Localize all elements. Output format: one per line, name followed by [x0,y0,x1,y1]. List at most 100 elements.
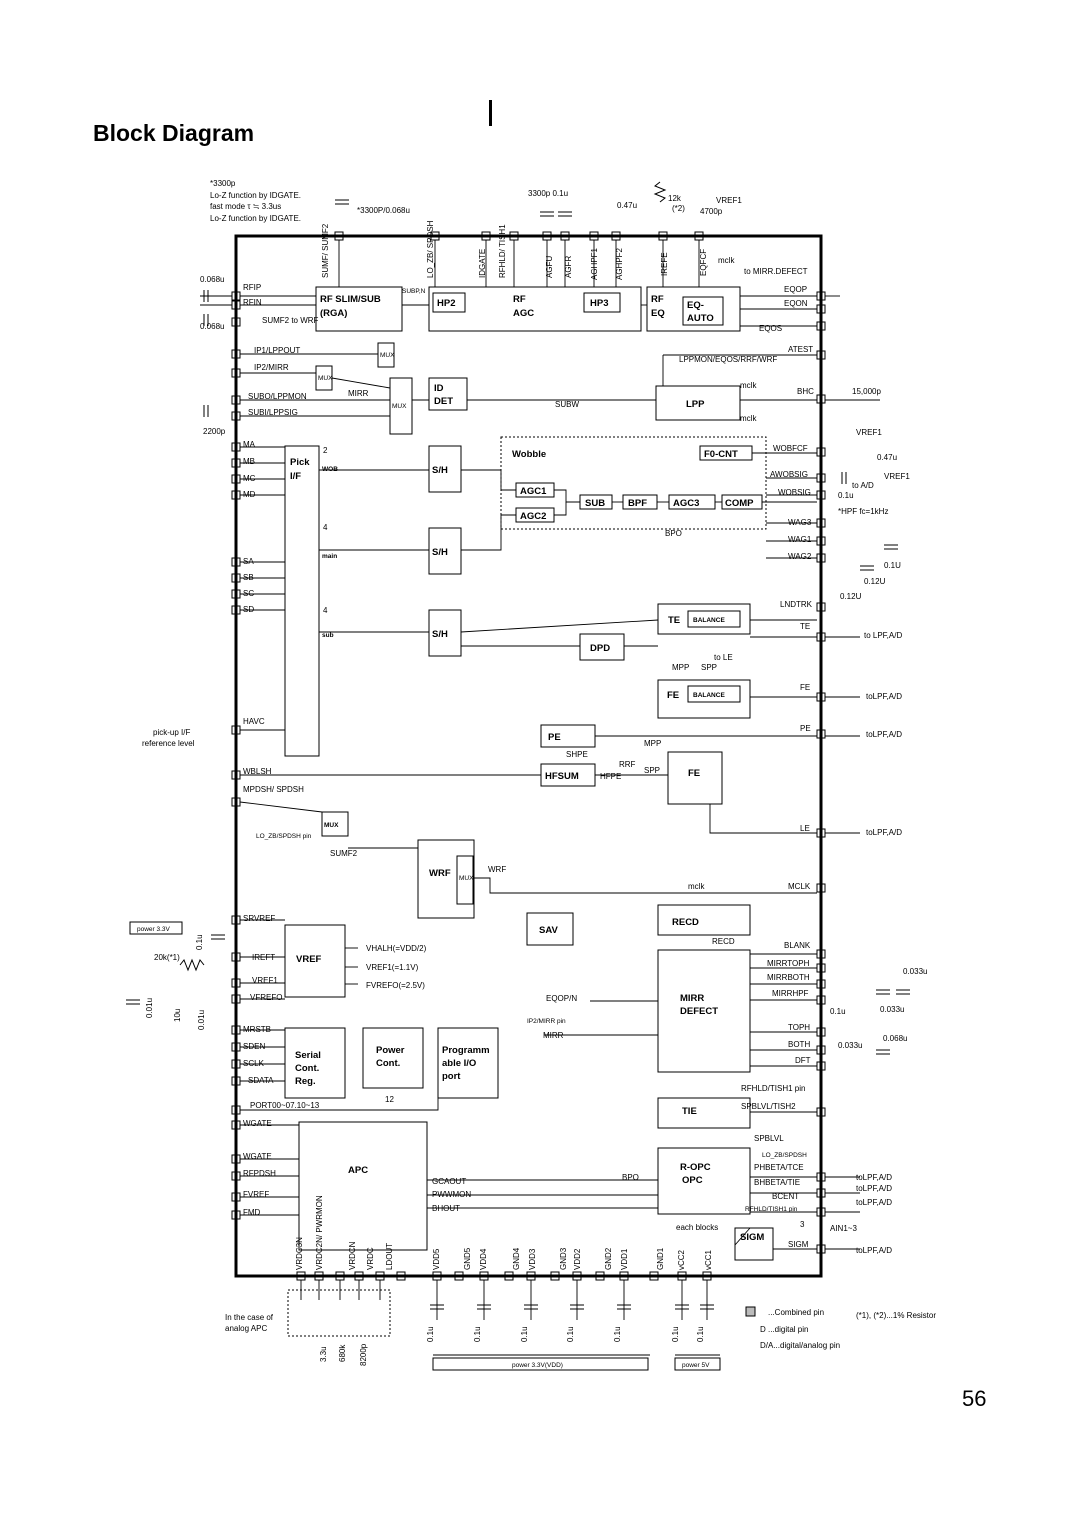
right-pin-21: MIRRBOTH [767,973,810,982]
lpp-block [655,385,741,421]
eq-auto-label-2: AUTO [687,313,714,324]
serial-label-3: Reg. [295,1076,316,1087]
right-pin-4: ATEST [788,345,813,354]
top-pin-aghpf1: AGHPF1 [590,247,599,280]
left-pin-md: MD [243,490,256,499]
rf-slim-block [315,286,403,332]
inner-5: mclk [740,414,757,423]
rf-agc-block [428,286,642,332]
te-balance-label: BALANCE [693,617,725,624]
right-pin-7: WOBFCF [773,444,808,453]
inner-24: VREF1(=1.1V) [366,963,419,972]
right-pin-5: LPPMON/EQOS/RRF/WRF [679,355,777,364]
right-pin-11: WAG1 [788,535,812,544]
pe-label: PE [548,732,561,743]
wobble-label: Wobble [512,449,546,460]
hp2-block [432,292,466,313]
ropc-label-2: OPC [682,1175,703,1186]
right-pin-13: LNDTRK [780,600,813,609]
dpd-block [579,633,625,661]
inner-16: SUMF2 [330,849,358,858]
chip-outline [234,234,823,1278]
inner-7: to LE [714,653,733,662]
sav-block [526,912,574,946]
power-label-1: Power [376,1045,405,1056]
left-pin-fmd: FMD [243,1208,261,1217]
te-label: TE [668,615,680,626]
inner-9: SPP [701,663,717,672]
left-pin-rfip: RFIP [243,283,261,292]
recd-block [657,904,751,936]
sh1-label: S/H [432,465,448,476]
pick-label-2: I/F [290,471,301,482]
inner-35: 4 [323,523,328,532]
page-number: 56 [962,1386,987,1411]
inner-12: HFPE [600,772,621,781]
right-pin-10: WAG3 [788,518,812,527]
wrf-label: WRF [429,868,451,879]
apc-block [298,1121,428,1251]
prog-label-3: port [442,1071,461,1082]
wrf-block [417,839,475,919]
bottom-pin-4: LDOUT [385,1243,394,1270]
rf-eq-label-2: EQ [651,308,665,319]
prog-label-2: able I/O [442,1058,476,1069]
left-pin-sc: SC [243,589,254,598]
right-pin-25: DFT [795,1056,811,1065]
ext-top-7: 0.47u [617,201,637,210]
right-ext-18: 0.068u [883,1034,907,1043]
inner-27: GCAOUT [432,1177,466,1186]
left-pin-mpdsh: MPDSH/ SPDSH [243,785,304,794]
top-pin-lozb: LO_ZB/ SPDSH [426,220,435,278]
left-pin-ma: MA [243,440,256,449]
right-ext-8: 0.12U [864,577,886,586]
left-ext-0: 0.068u [200,275,224,284]
right-ext-2: 0.47u [877,453,897,462]
right-ext-19: toLPF,A/D [856,1173,892,1182]
top-pin-sumf: SUMF/ SUMF2 [321,223,330,278]
ext-top-2: Lo-Z function by IDGATE. [210,191,301,200]
ropc-label-1: R-OPC [680,1162,711,1173]
left-pin-fvref: FVREF [243,1190,269,1199]
rf-slim-label: RF SLIM/SUB [320,294,381,305]
bottom-pin-12: VDD1 [620,1248,629,1270]
inner-17: LO_ZB/SPDSH pin [256,833,312,840]
right-pin-32: BCENT [772,1192,799,1201]
right-pin-19: BLANK [784,941,811,950]
inner-3: mclk [718,256,735,265]
inner-36: main [322,553,337,560]
left-pin-ip2: IP2/MIRR [254,363,289,372]
vref-label: VREF [296,954,322,965]
serial-block [284,1027,346,1099]
power-label-2: Cont. [376,1058,400,1069]
ext-top-8: 12k [668,194,682,203]
inner-19: RECD [712,937,735,946]
left-pin-vref1: VREF1 [252,976,278,985]
id-det-label-1: ID [434,383,444,394]
top-pin-aghpf2: AGHPF2 [615,247,624,280]
right-pin-3: EQOS [759,324,782,333]
right-ext-11: toLPF,A/D [866,692,902,701]
bottom-pin-8: GND4 [512,1247,521,1270]
inner-29: BHOUT [432,1204,460,1213]
legend-resistor: (*1), (*2)...1% Resistor [856,1311,936,1320]
resistor-12k [653,181,667,203]
left-pin-mb: MB [243,457,255,466]
rf-agc-label-2: AGC [513,308,534,319]
resistor-20k [179,958,205,972]
ropc-block [657,1147,751,1215]
mux-bottom-block [321,811,349,837]
agc2-label: AGC2 [520,511,546,522]
apc-ext-3: 680k [338,1344,347,1362]
right-pin-2: EQON [784,299,808,308]
right-pin-24: BOTH [788,1040,810,1049]
top-pin-idgate: IDGATE [478,249,487,278]
bottom-cap-6: 0.1u [696,1326,705,1342]
left-pin-sa: SA [243,557,254,566]
right-ext-3: VREF1 [884,472,910,481]
right-pin-33: RFHLD/TISH1 pin [745,1206,798,1213]
power-5v-box [674,1357,721,1371]
left-pin-port: PORT00~07.10~13 [250,1101,320,1110]
mux1-label: MUX [380,352,395,359]
